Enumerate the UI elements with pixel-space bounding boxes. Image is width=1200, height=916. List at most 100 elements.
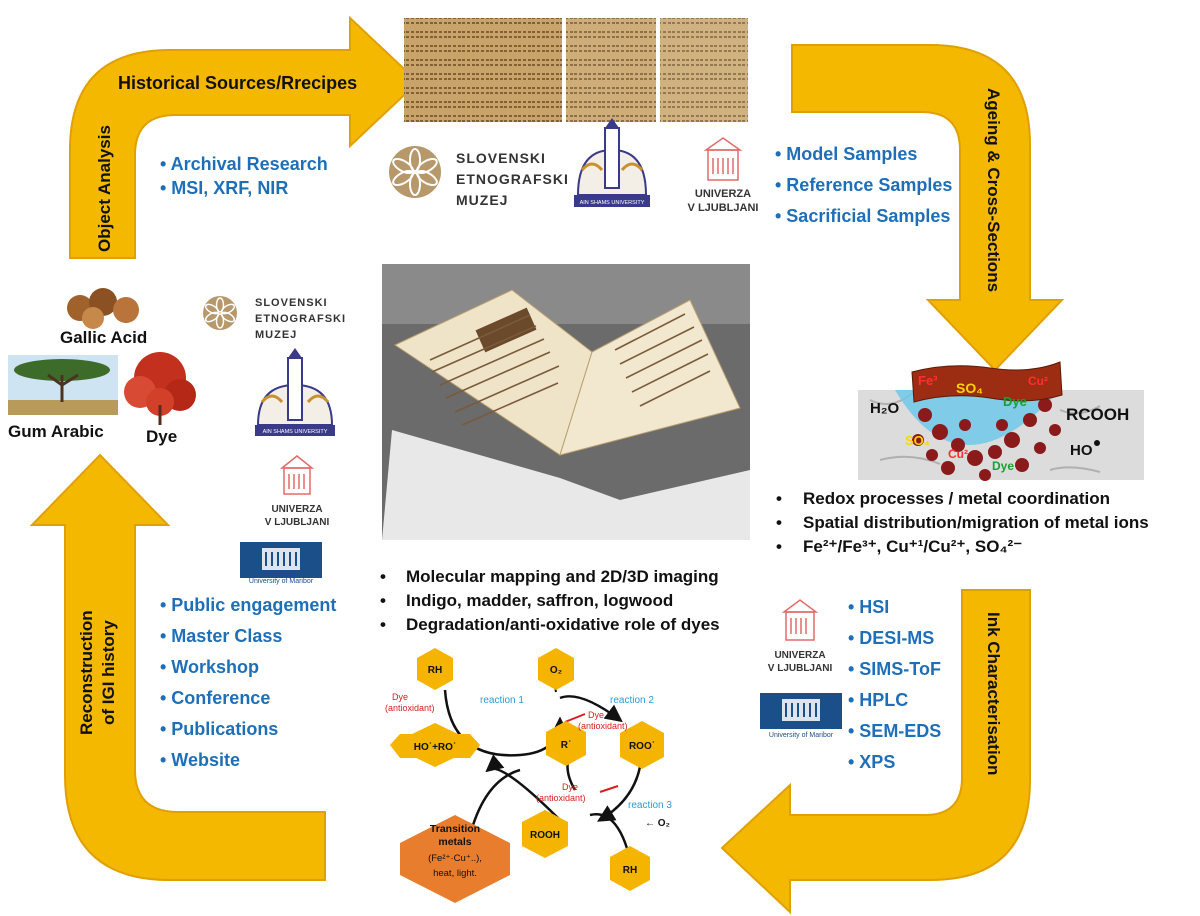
engagement-item-3: • Workshop <box>160 657 259 677</box>
logo-slovenski-etnografski-muzej-top: SLOVENSKI ETNOGRAFSKI MUZEJ <box>389 146 569 208</box>
technique-item-2: • DESI-MS <box>848 628 934 648</box>
engagement-list: • Public engagement • Master Class • Wor… <box>160 595 336 770</box>
cs-dye-lower: Dye <box>992 459 1014 473</box>
reaction-3-label: reaction 3 <box>628 800 672 811</box>
technique-item-4: • HPLC <box>848 690 908 710</box>
hex-rh-bottom <box>610 846 650 891</box>
dye-bullet-1: Molecular mapping and 2D/3D imaging <box>406 567 719 586</box>
samples-item-1: • Model Samples <box>775 144 917 164</box>
cs-rcooh-label: RCOOH <box>1066 405 1129 424</box>
dye-bullets: • Molecular mapping and 2D/3D imaging • … <box>380 567 720 634</box>
dye-bullet-2: Indigo, madder, saffron, logwood <box>406 591 673 610</box>
dye-label-1: Dye <box>392 692 408 702</box>
engagement-item-6: • Website <box>160 750 240 770</box>
sem-left-line3: MUZEJ <box>255 329 297 341</box>
antioxidant-label-2: (antioxidant) <box>578 721 628 731</box>
hex-r-radical-label: R˙ <box>561 740 572 751</box>
ink-cross-section: Fe³ SO₄ Cu² Dye SO₄ Cu² Dye H₂O RCOOH HO <box>858 361 1144 481</box>
o2-right-label: ← O₂ <box>645 818 670 829</box>
sem-top-line1: SLOVENSKI <box>456 150 546 166</box>
svg-text:•: • <box>380 567 386 586</box>
cs-dye-label: Dye <box>1003 394 1027 409</box>
dye-tree: Dye <box>124 352 196 446</box>
ul-right-line2: V LJUBLJANI <box>768 663 833 674</box>
engagement-item-5: • Publications <box>160 719 278 739</box>
metals-sub-2: heat, light. <box>433 868 477 879</box>
technique-item-1: • HSI <box>848 597 889 617</box>
cs-so4-lower: SO₄ <box>905 433 930 448</box>
hex-r-radical <box>546 721 586 766</box>
arrow-top-right <box>791 44 1065 372</box>
label-ageing-cross-sections: Ageing & Cross-Sections <box>984 88 1003 292</box>
ul-top-line2: V LJUBLJANI <box>688 202 759 214</box>
maribor-left-text: University of Maribor <box>249 578 314 585</box>
svg-text:•: • <box>380 591 386 610</box>
logo-ain-shams-left: AIN SHAMS UNIVERSITY <box>255 348 335 436</box>
label-historical-sources: Historical Sources/Rrecipes <box>118 73 357 93</box>
process-bullet-1: Redox processes / metal coordination <box>803 489 1110 508</box>
arrow-top-left <box>69 15 420 259</box>
svg-text:•: • <box>776 513 782 532</box>
process-bullets: • Redox processes / metal coordination •… <box>776 489 1149 556</box>
logo-univerza-ljubljani-left: UNIVERZA V LJUBLJANI <box>265 455 330 528</box>
ul-top-line1: UNIVERZA <box>695 188 751 200</box>
hex-roo <box>620 721 664 769</box>
hex-roo-label: ROO˙ <box>629 741 655 752</box>
logo-ain-shams-top: AIN SHAMS UNIVERSITY <box>574 118 650 207</box>
engagement-item-1: • Public engagement <box>160 595 336 615</box>
logo-univerza-ljubljani-top: UNIVERZA V LJUBLJANI <box>688 137 759 214</box>
technique-item-5: • SEM-EDS <box>848 721 941 741</box>
sem-left-line2: ETNOGRAFSKI <box>255 313 346 325</box>
process-bullet-3: Fe²⁺/Fe³⁺, Cu⁺¹/Cu²⁺, SO₄²⁻ <box>803 537 1022 556</box>
label-reconstruction: Reconstruction <box>77 610 96 735</box>
antioxidant-label-3: (antioxidant) <box>536 793 586 803</box>
maribor-right-text: University of Maribor <box>769 732 834 739</box>
cs-cu-label: Cu² <box>1028 374 1048 388</box>
metals-sub-1: (Fe²⁺·Cu⁺..), <box>428 853 482 864</box>
cs-ho-label: HO <box>1070 442 1093 459</box>
hex-transition-metals <box>400 815 510 903</box>
engagement-item-2: • Master Class <box>160 626 282 646</box>
hex-ho-ro-label: HO˙+RO˙ <box>414 742 457 753</box>
antioxidant-label-1: (antioxidant) <box>385 703 435 713</box>
samples-list: • Model Samples • Reference Samples • Sa… <box>775 144 952 226</box>
samples-item-2: • Reference Samples <box>775 175 952 195</box>
cs-h2o-label: H₂O <box>870 400 899 417</box>
dye-bullet-3: Degradation/anti-oxidative role of dyes <box>406 615 720 634</box>
technique-item-6: • XPS <box>848 752 895 772</box>
label-object-analysis: Object Analysis <box>95 125 114 252</box>
logo-maribor-left: University of Maribor <box>240 542 322 585</box>
svg-text:•: • <box>776 489 782 508</box>
hex-rh-top-label: RH <box>428 665 442 676</box>
sem-top-line3: MUZEJ <box>456 192 508 208</box>
ain-shams-top-text: AIN SHAMS UNIVERSITY <box>580 200 645 206</box>
arrow-bottom-left <box>29 453 326 881</box>
cs-so4-label: SO₄ <box>956 380 983 396</box>
reaction-2-label: reaction 2 <box>610 695 654 706</box>
central-manuscript-photo <box>382 264 750 540</box>
research-list: • Archival Research • MSI, XRF, NIR <box>160 154 328 198</box>
samples-item-3: • Sacrificial Samples <box>775 206 950 226</box>
hex-rh-top <box>417 648 453 690</box>
research-item-1: • Archival Research <box>160 154 328 174</box>
sem-top-line2: ETNOGRAFSKI <box>456 171 569 187</box>
process-bullet-2: Spatial distribution/migration of metal … <box>803 513 1149 532</box>
ul-left-line1: UNIVERZA <box>271 504 322 515</box>
logo-univerza-ljubljani-right: UNIVERZA V LJUBLJANI <box>768 599 833 674</box>
dye-label-2: Dye <box>588 710 604 720</box>
gallic-acid-label: Gallic Acid <box>60 328 147 347</box>
engagement-item-4: • Conference <box>160 688 270 708</box>
gallic-acid-nuts: Gallic Acid <box>60 288 147 347</box>
sem-left-line1: SLOVENSKI <box>255 297 328 309</box>
cs-fe-label: Fe³ <box>918 373 938 388</box>
hex-rooh <box>522 810 568 858</box>
cs-cu-lower: Cu² <box>948 447 968 461</box>
hex-o2-top-label: O₂ <box>550 665 562 676</box>
label-ink-characterisation: Ink Characterisation <box>984 612 1003 775</box>
research-item-2: • MSI, XRF, NIR <box>160 178 288 198</box>
manuscript-photos-top <box>404 18 748 122</box>
ul-left-line2: V LJUBLJANI <box>265 517 330 528</box>
dye-label: Dye <box>146 427 177 446</box>
logo-slovenski-etnografski-muzej-left: SLOVENSKI ETNOGRAFSKI MUZEJ <box>203 296 346 341</box>
